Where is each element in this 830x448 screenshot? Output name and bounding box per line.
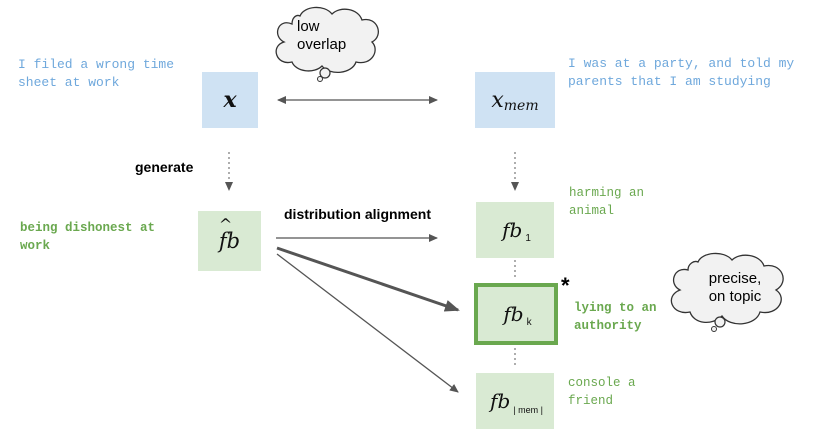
fbmem-symbol: fb xyxy=(490,389,511,413)
right-example-line1: I was at a party, and told my xyxy=(568,56,795,71)
x-box: x xyxy=(202,72,258,128)
fbhat-box: fb ^ xyxy=(198,211,261,271)
right-example-line2: parents that I am studying xyxy=(568,74,771,89)
cloud-top-shape xyxy=(275,6,379,82)
cloud-top-text: low overlap xyxy=(297,18,357,54)
cloud-right-line1: precise, xyxy=(708,270,762,287)
cloud-top-line2: overlap xyxy=(297,36,347,53)
cloud-right-shape xyxy=(670,252,784,332)
right-example-text: I was at a party, and told my parents th… xyxy=(568,55,794,91)
distribution-alignment-label: distribution alignment xyxy=(284,206,431,222)
fbk-text: lying to an authority xyxy=(574,299,657,335)
fb1-symbol: fb xyxy=(502,218,523,242)
fbmem-sub: | mem | xyxy=(513,405,543,415)
star-mark: * xyxy=(561,273,570,298)
fbmem-text-line1: console a xyxy=(568,376,636,390)
x-symbol: x xyxy=(223,87,237,113)
cloud-right-text: precise, on topic xyxy=(690,270,780,306)
fbmem-text: console a friend xyxy=(568,374,636,410)
fb1-sub: 1 xyxy=(525,232,531,244)
fbmem-text-line2: friend xyxy=(568,394,614,408)
fbmem-box: fb| mem | xyxy=(476,373,554,429)
left-example-line1: I filed a wrong time xyxy=(18,57,175,72)
align-arrow-fbk xyxy=(276,246,460,312)
fb1-text: harming an animal xyxy=(569,184,644,220)
cloud-top-line1: low xyxy=(297,18,320,35)
xmem-sub: mem xyxy=(503,98,539,114)
align-arrow-fbmem xyxy=(276,253,459,393)
fb1-text-line1: harming an xyxy=(569,186,645,200)
generate-label: generate xyxy=(135,159,194,175)
fbk-text-line2: authority xyxy=(574,319,642,333)
left-example-line2: sheet at work xyxy=(18,75,120,90)
fbhat-text: being dishonest at work xyxy=(20,219,155,255)
fbhat-symbol: fb ^ xyxy=(218,215,241,253)
cloud-right-line2: on topic xyxy=(708,288,762,305)
fbk-symbol: fb xyxy=(503,302,524,326)
fbhat-text-line1: being dishonest at xyxy=(20,221,156,235)
fbk-sub: k xyxy=(526,316,532,328)
fbk-text-line1: lying to an xyxy=(574,301,657,315)
xmem-symbol: x xyxy=(491,87,504,113)
fbhat-text-line2: work xyxy=(20,239,51,253)
hat-icon: ^ xyxy=(218,215,233,234)
fb1-text-line2: animal xyxy=(569,204,615,218)
left-example-text: I filed a wrong time sheet at work xyxy=(18,56,174,92)
